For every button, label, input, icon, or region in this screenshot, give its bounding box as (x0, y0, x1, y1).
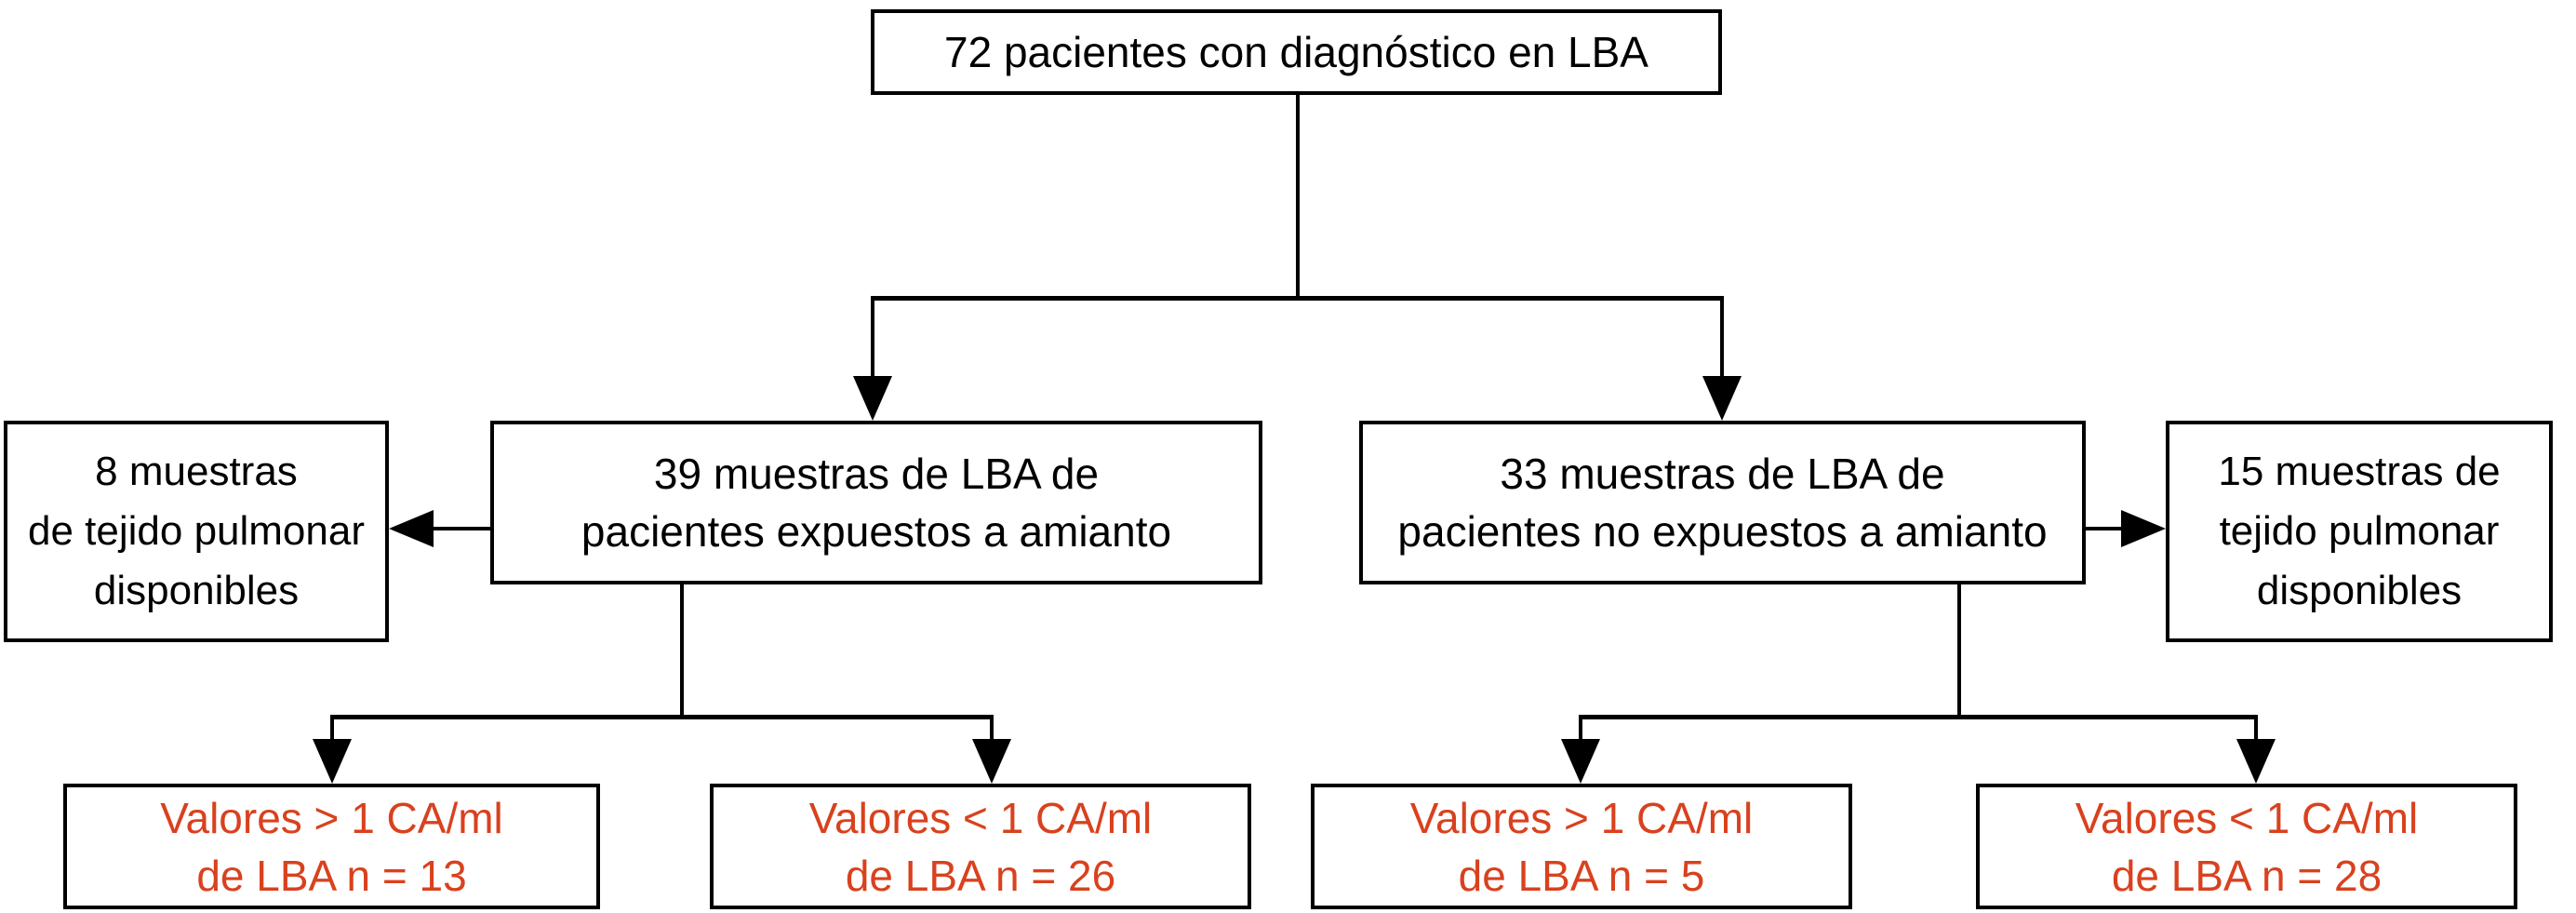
node-text: Valores < 1 CA/ml (808, 793, 1153, 842)
node-total-patients: 72 pacientes con diagnóstico en LBA (871, 9, 1722, 95)
node-tissue-not-exposed: 15 muestras de tejido pulmonar disponibl… (2166, 421, 2553, 642)
node-text: de LBA n = 26 (845, 851, 1116, 900)
edge-exposed-tissue-line (430, 527, 490, 530)
node-text: de LBA n = 13 (196, 851, 467, 900)
arrow-down-icon (313, 739, 352, 784)
arrow-down-icon (1561, 739, 1600, 784)
node-text: Valores > 1 CA/ml (1409, 793, 1754, 842)
arrow-down-icon (2236, 739, 2276, 784)
node-text: 39 muestras de LBA de (653, 450, 1100, 498)
node-text: Valores > 1 CA/ml (160, 793, 503, 842)
edge-total-stem-line (1296, 95, 1300, 300)
node-text: 8 muestras (95, 449, 298, 494)
node-text: tejido pulmonar (2219, 508, 2500, 554)
node-text: pacientes no expuestos a amianto (1397, 507, 2048, 556)
node-text: de tejido pulmonar (27, 508, 365, 554)
node-values-lt1-exposed: Valores < 1 CA/ml de LBA n = 26 (710, 784, 1251, 909)
edge-exposed-split-line (330, 715, 994, 719)
arrow-down-icon (972, 739, 1011, 784)
arrow-left-icon (389, 510, 434, 547)
node-exposed: 39 muestras de LBA de pacientes expuesto… (490, 421, 1262, 584)
arrow-down-icon (853, 376, 892, 421)
edge-not-exposed-stem-line (1957, 584, 1961, 719)
edge-exposed-stem-line (680, 584, 684, 719)
node-text: de LBA n = 28 (2111, 851, 2382, 900)
node-text: de LBA n = 5 (1458, 851, 1705, 900)
edge-total-exposed-line (871, 296, 874, 380)
node-text: pacientes expuestos a amianto (581, 507, 1172, 556)
node-values-gt1-exposed: Valores > 1 CA/ml de LBA n = 13 (63, 784, 600, 909)
edge-total-split-line (871, 296, 1724, 301)
node-values-lt1-not-exposed: Valores < 1 CA/ml de LBA n = 28 (1976, 784, 2517, 909)
node-text: disponibles (2256, 568, 2463, 613)
edge-total-not-exposed-line (1720, 296, 1724, 380)
node-tissue-exposed: 8 muestras de tejido pulmonar disponible… (4, 421, 389, 642)
node-text: disponibles (93, 568, 300, 613)
edge-not-exposed-tissue-line (2086, 527, 2146, 530)
node-text: 15 muestras de (2218, 449, 2501, 494)
arrow-right-icon (2121, 510, 2166, 547)
edge-exposed-low-line (990, 715, 994, 748)
edge-exposed-high-line (330, 715, 334, 748)
node-values-gt1-not-exposed: Valores > 1 CA/ml de LBA n = 5 (1311, 784, 1852, 909)
node-text: Valores < 1 CA/ml (2075, 793, 2419, 842)
node-text: 33 muestras de LBA de (1500, 450, 1945, 498)
arrow-down-icon (1702, 376, 1742, 421)
edge-not-exposed-split-line (1579, 715, 2258, 719)
node-not-exposed: 33 muestras de LBA de pacientes no expue… (1359, 421, 2086, 584)
node-text: 72 pacientes con diagnóstico en LBA (944, 28, 1648, 76)
edge-not-exposed-high-line (1579, 715, 1582, 748)
edge-not-exposed-low-line (2254, 715, 2258, 748)
